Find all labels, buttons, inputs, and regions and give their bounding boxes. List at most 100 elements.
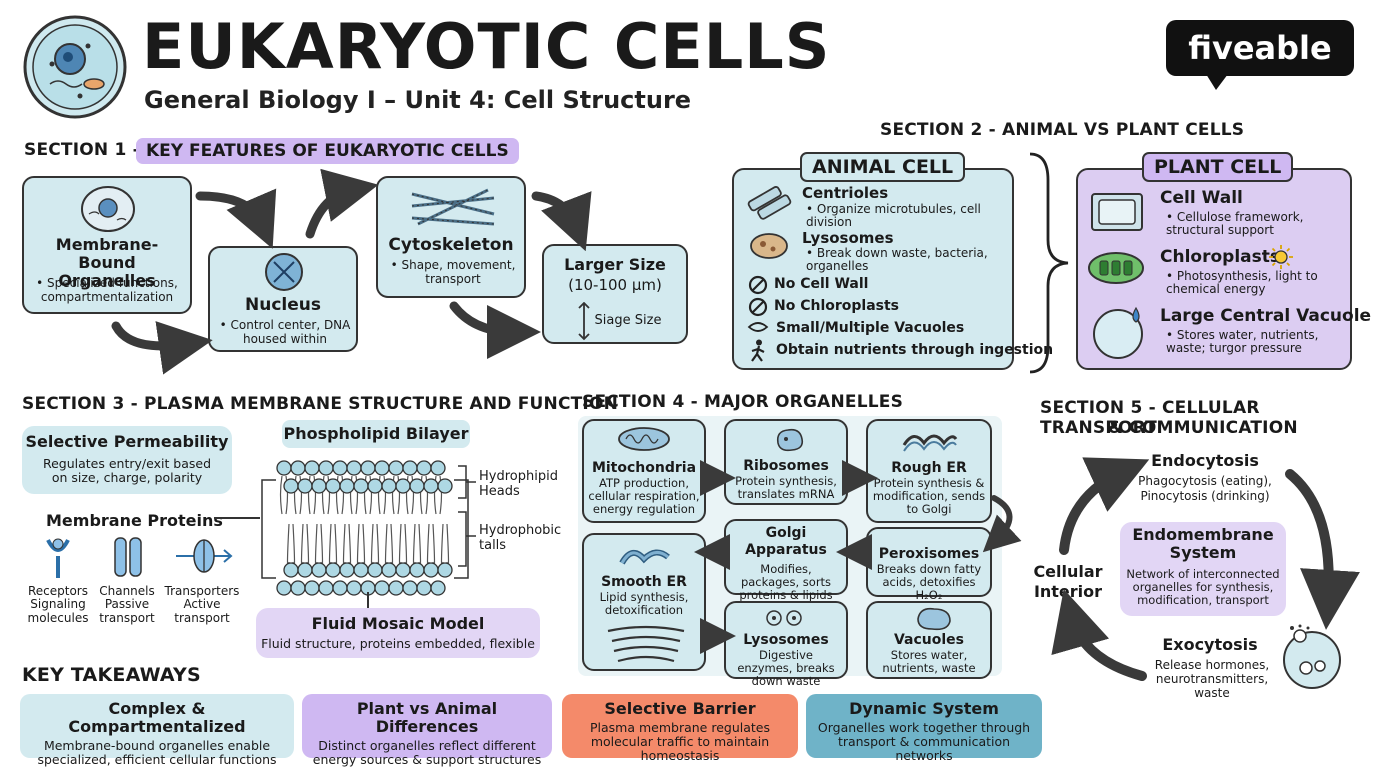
exocytosis-title: Exocytosis (1162, 635, 1258, 654)
takeaway-dynamic-system: Dynamic System Organelles work together … (806, 694, 1042, 763)
protein-transporters-desc: Active transport (174, 597, 230, 625)
arrow-s5-left (1059, 457, 1150, 555)
card-cytoskeleton: Cytoskeleton • Shape, movement, transpor… (376, 176, 526, 298)
endomembrane-card: Endomembrane System Network of interconn… (1120, 522, 1286, 616)
no-icon (748, 275, 768, 295)
endocytosis-desc1: Phagocytosis (eating), (1138, 474, 1272, 488)
organelle-smooth-er: Smooth ER Lipid synthesis, detoxificatio… (582, 533, 706, 671)
page-title: EUKARYOTIC CELLS (142, 10, 831, 83)
organelle-ribosomes: Ribosomes Protein synthesis, translates … (724, 419, 848, 505)
plant-cell-title: PLANT CELL (1142, 152, 1294, 182)
exocytosis-desc: Release hormones, neurotransmitters, was… (1154, 658, 1270, 700)
organelle-lysosomes: Lysosomes Digestive enzymes, breaks down… (724, 601, 848, 688)
golgi-stack-icon (607, 625, 685, 663)
person-walking-icon (751, 339, 765, 362)
takeaway-complex-title: Complex & Compartmentalized (68, 699, 246, 736)
comparison-brace-icon (1029, 152, 1069, 374)
phospholipid-bilayer-text: Phospholipid Bilayer (283, 424, 469, 443)
connector-line (214, 517, 260, 519)
animal-item-centrioles: Centrioles (802, 184, 889, 202)
endomembrane-title: Endomembrane System (1132, 525, 1274, 562)
mitochondria-desc: ATP production, cellular respiration, en… (588, 476, 700, 516)
plant-item-vacuole-desc: • Stores water, nutrients, waste; turgor… (1166, 328, 1319, 355)
plant-item-cell-wall: Cell Wall (1160, 188, 1243, 208)
protein-channels-desc: Passive transport (99, 597, 155, 625)
brand-logo[interactable]: fiveable (1166, 20, 1354, 76)
section5-label-line1: SECTION 5 - CELLULAR TRANSPORT (1040, 398, 1260, 438)
cell-icon (81, 186, 135, 232)
ribosome-icon (776, 428, 804, 452)
animal-no-chloroplasts: No Chloroplasts (774, 298, 900, 314)
selective-permeability-card: Selective Permeability Regulates entry/e… (22, 426, 232, 494)
bilayer-label-brackets (458, 465, 476, 567)
connector-line (367, 592, 369, 610)
protein-transporters-name: Transporters (164, 584, 240, 598)
vacuole-small-icon (747, 322, 769, 332)
exocytosis-cell-icon (1283, 624, 1341, 689)
smooth-er-title: Smooth ER (601, 574, 687, 590)
endocytosis-title: Endocytosis (1151, 451, 1259, 470)
animal-item-lysosomes: Lysosomes (802, 229, 894, 247)
organelle-rough-er: Rough ER Protein synthesis & modificatio… (866, 419, 992, 523)
arrow-s1-3 (305, 168, 379, 239)
arrow-s1-4 (531, 191, 592, 252)
header-cell-logo (22, 14, 128, 120)
smooth-er-desc: Lipid synthesis, detoxification (599, 590, 689, 617)
organelle-mitochondria: Mitochondria ATP production, cellular re… (582, 419, 706, 523)
animal-item-centrioles-desc: • Organize microtubules, cell division (806, 202, 981, 229)
fluid-mosaic-desc: Fluid structure, proteins embedded, flex… (261, 636, 535, 651)
takeaway-selective-barrier-title: Selective Barrier (604, 699, 756, 718)
rough-er-title: Rough ER (891, 460, 967, 476)
fibers-icon (411, 188, 495, 226)
vacuoles-desc: Stores water, nutrients, waste (882, 648, 976, 675)
chloroplast-icon (1088, 252, 1144, 284)
card-cytoskeleton-desc: • Shape, movement, transport (390, 258, 516, 286)
arrow-s5-bottom (1051, 589, 1147, 681)
phospholipid-bilayer-title: Phospholipid Bilayer (282, 420, 470, 448)
smooth-er-icon (619, 549, 670, 565)
card-membrane-organelles: Membrane-Bound Organelles • Specialized … (22, 176, 192, 314)
takeaway-dynamic-system-desc: Organelles work together through transpo… (817, 720, 1031, 763)
vacuole-icon (917, 607, 951, 631)
cell-logo-icon (23, 15, 127, 119)
animal-small-vacuoles: Small/Multiple Vacuoles (776, 320, 965, 336)
organelle-golgi: Golgi Apparatus Modifies, packages, sort… (724, 519, 848, 602)
protein-channels-name: Channels (99, 584, 155, 598)
brand-logo-text: fiveable (1188, 29, 1332, 67)
plant-item-vacuole: Large Central Vacuole (1160, 306, 1372, 326)
lysosome-small-icon (766, 610, 802, 626)
plant-item-cell-wall-desc: • Cellulose framework, structural suppor… (1166, 210, 1304, 237)
takeaway-selective-barrier: Selective Barrier Plasma membrane regula… (562, 694, 798, 763)
takeaway-plant-animal-title: Plant vs Animal Differences (356, 699, 498, 736)
endocytosis-desc2: Pinocytosis (drinking) (1140, 489, 1270, 503)
arrow-s5-top-right (1285, 469, 1360, 630)
cell-wall-icon (1091, 193, 1143, 231)
brand-speech-tail-icon (1206, 74, 1228, 90)
section1-label: SECTION 1 - (24, 140, 140, 160)
rough-er-icon (902, 434, 958, 452)
hydrophobic-tails-label: Hydrophobic talls (479, 523, 562, 553)
rough-er-desc: Protein synthesis & modification, sends … (872, 476, 986, 516)
peroxisomes-desc: Breaks down fatty acids, detoxifies H₂O₂ (876, 562, 982, 602)
card-nucleus-title: Nucleus (245, 295, 321, 315)
arrow-s1-1 (195, 188, 277, 249)
card-membrane-desc: • Specialized functions, compartmentaliz… (36, 276, 178, 304)
card-size-desc: Siage Size (594, 313, 662, 328)
animal-item-lysosomes-desc: • Break down waste, bacteria, organelles (806, 246, 988, 273)
card-size-title: Larger Size (564, 255, 666, 274)
animal-cell-title: ANIMAL CELL (800, 152, 966, 182)
sun-icon (1269, 245, 1293, 269)
channel-icon (114, 537, 142, 577)
plant-item-chloroplasts-desc: • Photosynthesis, light to chemical ener… (1166, 269, 1318, 296)
card-cytoskeleton-title: Cytoskeleton (388, 235, 514, 255)
vacuoles-title: Vacuoles (893, 632, 965, 648)
card-nucleus-desc: • Control center, DNA housed within (219, 318, 351, 346)
takeaways-label: KEY TAKEAWAYS (22, 664, 201, 686)
no-icon (748, 297, 768, 317)
card-membrane-title: Membrane-Bound Organelles (55, 235, 159, 290)
takeaway-dynamic-system-title: Dynamic System (849, 699, 999, 718)
animal-ingestion: Obtain nutrients through ingestion (776, 342, 1054, 358)
ribosomes-title: Ribosomes (743, 458, 829, 474)
transporter-icon (176, 539, 233, 573)
animal-no-cell-wall: No Cell Wall (774, 276, 869, 292)
